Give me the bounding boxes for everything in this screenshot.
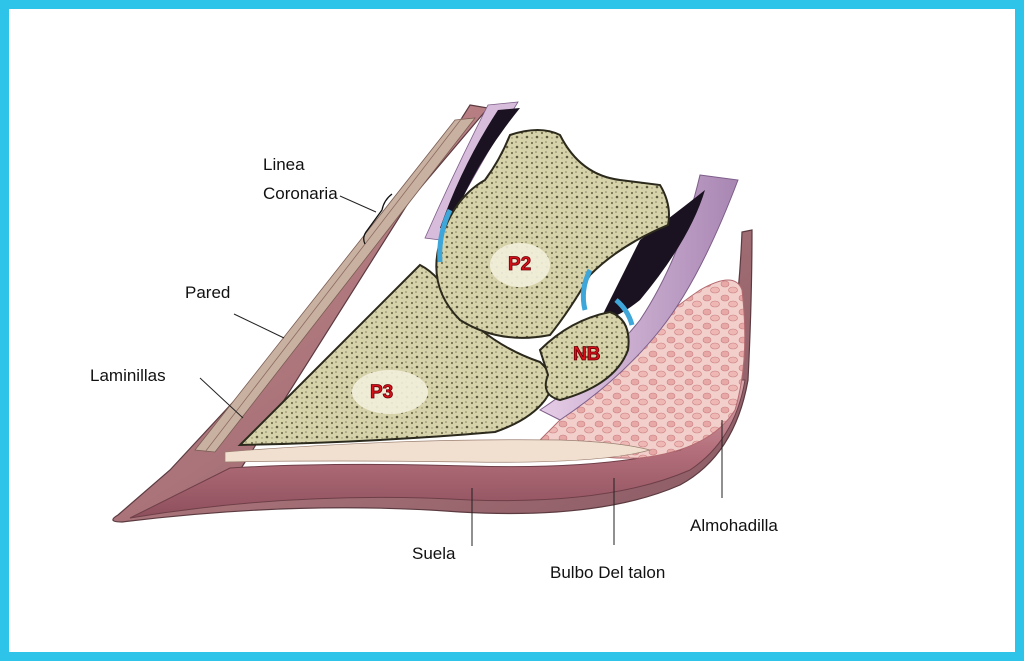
leader-linea-coronaria <box>339 195 377 213</box>
p2-marrow <box>490 243 550 287</box>
laminae-band <box>194 117 476 453</box>
leader-laminillas <box>199 377 244 419</box>
joint-cavity-dorsal <box>440 108 520 230</box>
label-coronaria: Coronaria <box>263 184 338 203</box>
bone-label-navicular: NB <box>573 344 600 365</box>
label-bulbo-del-talon: Bulbo Del talon <box>550 563 666 582</box>
sole-corium <box>224 439 652 463</box>
short-pastern-bone-p2 <box>435 129 670 339</box>
joint-cartilage-front <box>437 208 453 263</box>
p3-marrow <box>352 370 428 414</box>
bone-label-p3: P3 <box>370 382 393 403</box>
label-laminillas: Laminillas <box>90 366 166 385</box>
sole-region <box>129 379 746 519</box>
joint-cartilage-navicular <box>614 298 635 326</box>
joint-cartilage-back <box>580 268 593 311</box>
label-linea: Linea <box>263 155 305 174</box>
coronary-bracket <box>363 193 393 245</box>
label-almohadilla: Almohadilla <box>690 516 778 535</box>
joint-cavity-palmar <box>600 190 705 320</box>
label-pared: Pared <box>185 283 231 302</box>
navicular-bone <box>538 310 630 402</box>
label-suela: Suela <box>412 544 456 563</box>
bone-label-p2: P2 <box>508 254 531 275</box>
laminae-line <box>204 117 463 453</box>
deep-flexor-tendon <box>539 174 739 421</box>
leader-pared <box>233 313 285 339</box>
